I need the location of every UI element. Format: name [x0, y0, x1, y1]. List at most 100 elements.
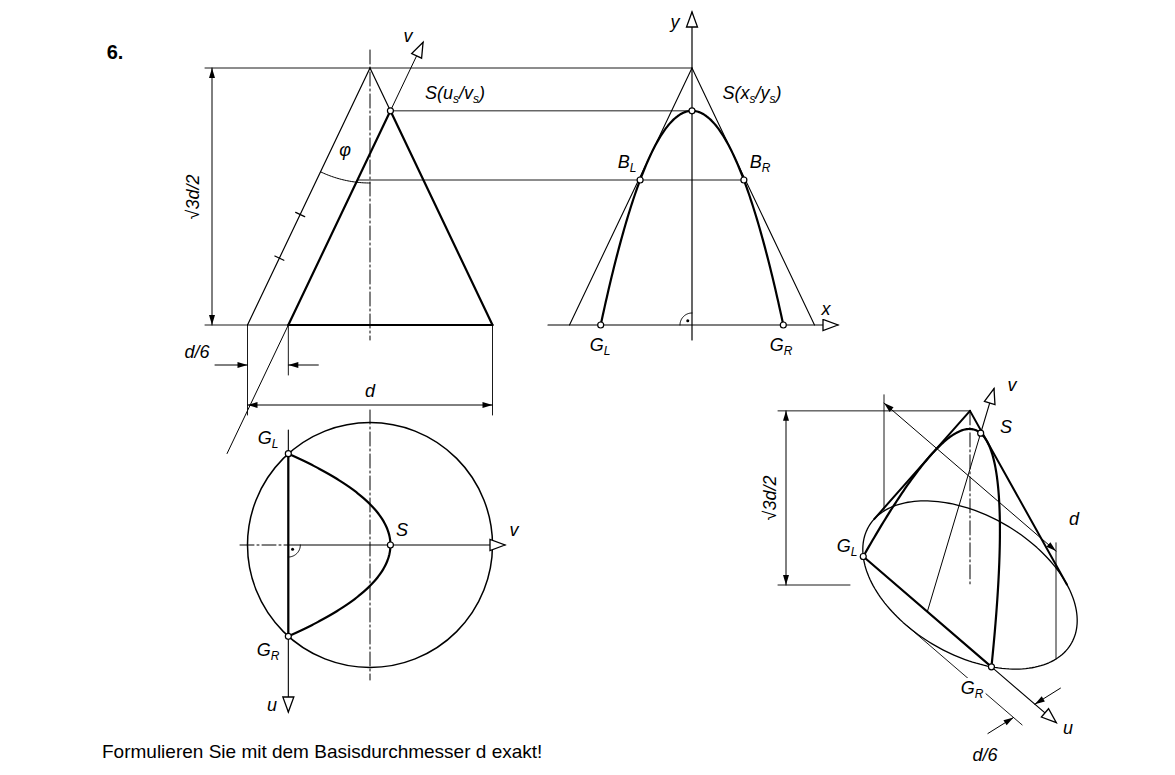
angle-arc: [680, 313, 692, 325]
subscript: L: [272, 437, 279, 451]
dimension-label: √3d/2: [183, 173, 203, 222]
dimension-arrowhead: [238, 362, 248, 368]
label-part: G: [837, 536, 851, 556]
axis-label: y: [669, 12, 682, 32]
parabola: [601, 111, 784, 325]
subscript: L: [851, 545, 858, 559]
label-part: d: [365, 381, 375, 401]
point-marker: [741, 177, 747, 183]
section-trace: [288, 111, 390, 325]
label-part: S: [396, 520, 408, 540]
point-marker: [780, 322, 786, 328]
label-part: d/6: [972, 745, 997, 765]
point-label: GR: [959, 678, 986, 698]
cone-outline: [570, 68, 693, 325]
label-part: Formulieren Sie mit dem Basisdurchmesser…: [102, 741, 542, 762]
label-part: B: [618, 152, 630, 172]
label-part: v: [404, 26, 413, 46]
point-marker: [860, 554, 866, 560]
label-part: φ: [339, 140, 351, 160]
axis-arrowhead: [1041, 709, 1056, 723]
axis-label: x: [820, 299, 833, 319]
axis-line: [691, 12, 692, 340]
subscript: s: [770, 92, 776, 106]
right-angle-dot: [291, 548, 294, 551]
subscript: L: [630, 161, 637, 175]
dimension-line: [988, 718, 1014, 734]
dimension-line: [1035, 688, 1061, 704]
dimension-arrowhead: [209, 68, 215, 78]
dimension-label: √3d/2: [760, 474, 780, 523]
label-part: S: [1000, 417, 1012, 437]
center-line: [370, 50, 371, 340]
label-part: G: [961, 678, 975, 698]
projection-line: [357, 180, 743, 181]
dimension-arrowhead: [288, 362, 298, 368]
point-label: GL: [835, 536, 860, 556]
instruction-text: Formulieren Sie mit dem Basisdurchmesser…: [100, 741, 544, 762]
axis-line: [227, 325, 288, 454]
axis-line: [981, 389, 994, 434]
point-marker: [598, 322, 604, 328]
dimension-arrowhead: [884, 403, 894, 412]
point-marker: [988, 664, 994, 670]
dimension-arrowhead: [1046, 542, 1056, 551]
point-label: GR: [768, 335, 795, 355]
point-marker: [637, 177, 643, 183]
axis-line: [927, 433, 980, 611]
label-part: B: [750, 152, 762, 172]
label-part: ): [479, 83, 485, 103]
point-label: S: [394, 520, 410, 540]
point-marker: [689, 108, 695, 114]
point-label: BL: [616, 152, 639, 172]
label-part: S(u: [425, 83, 453, 103]
axis-arrowhead: [283, 697, 294, 712]
label-part: d/6: [184, 342, 209, 362]
label-part: x: [822, 299, 831, 319]
axis-arrowhead: [823, 320, 838, 331]
cone-outline: [692, 68, 815, 325]
label-part: v: [510, 520, 519, 540]
dimension-line: [248, 405, 493, 406]
axis-arrowhead: [490, 540, 505, 551]
label-part: ): [776, 83, 782, 103]
subscript: R: [975, 687, 984, 701]
cone-base: [288, 324, 492, 326]
point-marker: [387, 542, 393, 548]
right-angle-dot: [686, 319, 689, 322]
cone-outline: [370, 68, 390, 111]
projection-line: [390, 110, 692, 111]
axis-line: [288, 544, 505, 545]
extension-line: [1056, 543, 1057, 659]
extension-line: [778, 585, 850, 586]
extension-line: [492, 325, 493, 415]
point-label: GL: [588, 335, 613, 355]
axis-label: v: [508, 520, 521, 540]
label-part: G: [770, 335, 784, 355]
label-part: v: [1008, 375, 1017, 395]
point-label: GL: [256, 428, 281, 448]
subscript: s: [473, 92, 479, 106]
label-part: 6.: [107, 41, 124, 63]
label-part: G: [590, 335, 604, 355]
axis-label: u: [1061, 718, 1075, 738]
tick-mark: [296, 212, 305, 216]
axis-label: v: [402, 26, 415, 46]
axis-line: [390, 42, 423, 111]
dimension-arrowhead: [783, 411, 789, 421]
parabola: [288, 454, 390, 637]
extension-line: [205, 325, 248, 326]
dimension-arrowhead: [1035, 696, 1045, 704]
dimension-label: d: [1067, 509, 1081, 529]
dimension-arrowhead: [248, 402, 258, 408]
section-chord: [287, 454, 289, 637]
axis-line: [548, 324, 838, 325]
subscript: R: [762, 161, 771, 175]
label-part: u: [267, 695, 277, 715]
subscript: s: [749, 92, 755, 106]
center-line: [970, 411, 971, 585]
axis-line: [288, 430, 289, 712]
cone-outline: [248, 68, 371, 325]
